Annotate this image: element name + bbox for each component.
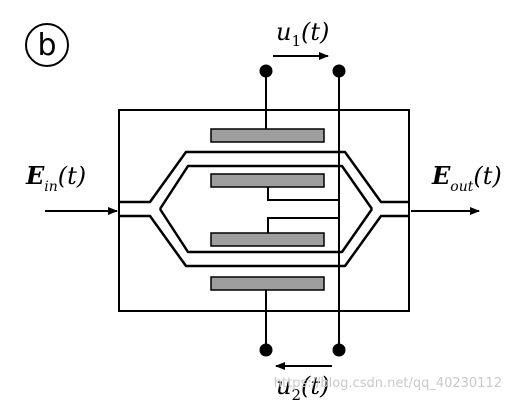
waveguides	[119, 150, 409, 268]
terminal-u1-left	[259, 64, 273, 78]
e-out-label: Eout(t)	[431, 161, 502, 195]
chip-outline	[118, 109, 410, 312]
panel-label-circle	[25, 23, 69, 67]
input-waveguide	[119, 150, 409, 204]
electrode-wiring	[265, 71, 340, 350]
watermark-text: https://blog.csdn.net/qq_40230112	[274, 376, 502, 391]
electrode-bottom	[210, 276, 325, 291]
wire-lower-inner	[267, 217, 339, 233]
terminal-u2-right	[332, 343, 346, 357]
input-waveguide-lower	[119, 214, 409, 268]
terminal-u2-left	[259, 343, 273, 357]
u1-label: u1(t)	[276, 18, 329, 50]
e-in-label: Ein(t)	[25, 161, 86, 195]
electrode-top	[210, 128, 325, 143]
u2-label: u2(t)	[276, 372, 329, 403]
electrode-upper-inner	[210, 173, 325, 188]
wire-upper-inner	[267, 187, 339, 201]
upper-arm	[158, 164, 374, 210]
panel-label-text: b	[37, 28, 56, 63]
panel-label: b	[25, 23, 69, 67]
terminal-u1-right	[332, 64, 346, 78]
terminals	[259, 64, 346, 357]
lower-arm	[158, 208, 374, 254]
electrode-lower-inner	[210, 232, 325, 247]
